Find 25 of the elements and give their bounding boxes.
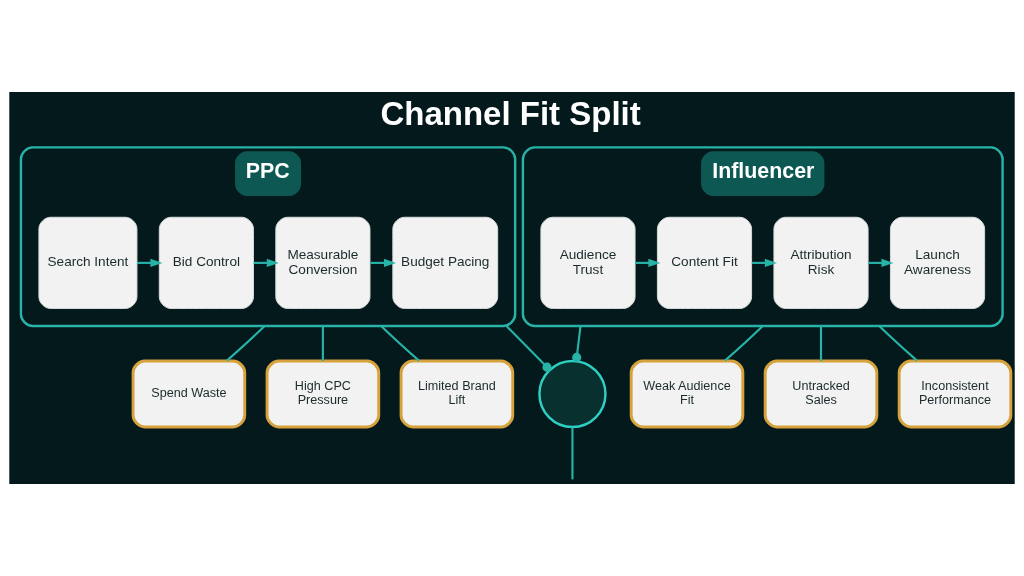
connector [571, 427, 574, 480]
node-box: Attribution Risk [773, 216, 869, 309]
node-box: Untracked Sales [763, 359, 879, 429]
connector [572, 325, 582, 362]
connector [878, 325, 918, 362]
node-box: Measurable Conversion [275, 216, 371, 309]
node-box: High CPC Pressure [265, 359, 381, 429]
node-box: Weak Audience Fit [629, 359, 745, 429]
node-box: Launch Awareness [889, 216, 986, 309]
node-box: Inconsistent Performance [897, 359, 1013, 429]
connector [505, 325, 552, 372]
node-box: Content Fit [656, 216, 753, 309]
connector [226, 325, 266, 362]
connector [819, 326, 823, 361]
connector [380, 325, 420, 362]
node-box: Spend Waste [131, 359, 247, 429]
connector [724, 325, 764, 362]
node-box: Limited Brand Lift [399, 359, 515, 429]
node-box: Audience Trust [540, 216, 636, 309]
node-box: Budget Pacing [392, 216, 499, 309]
connector [321, 326, 324, 361]
diagram-title: Channel Fit Split [380, 95, 641, 133]
node-box: Bid Control [158, 216, 254, 309]
arrow [370, 258, 396, 268]
node-box: Search Intent [38, 216, 138, 309]
